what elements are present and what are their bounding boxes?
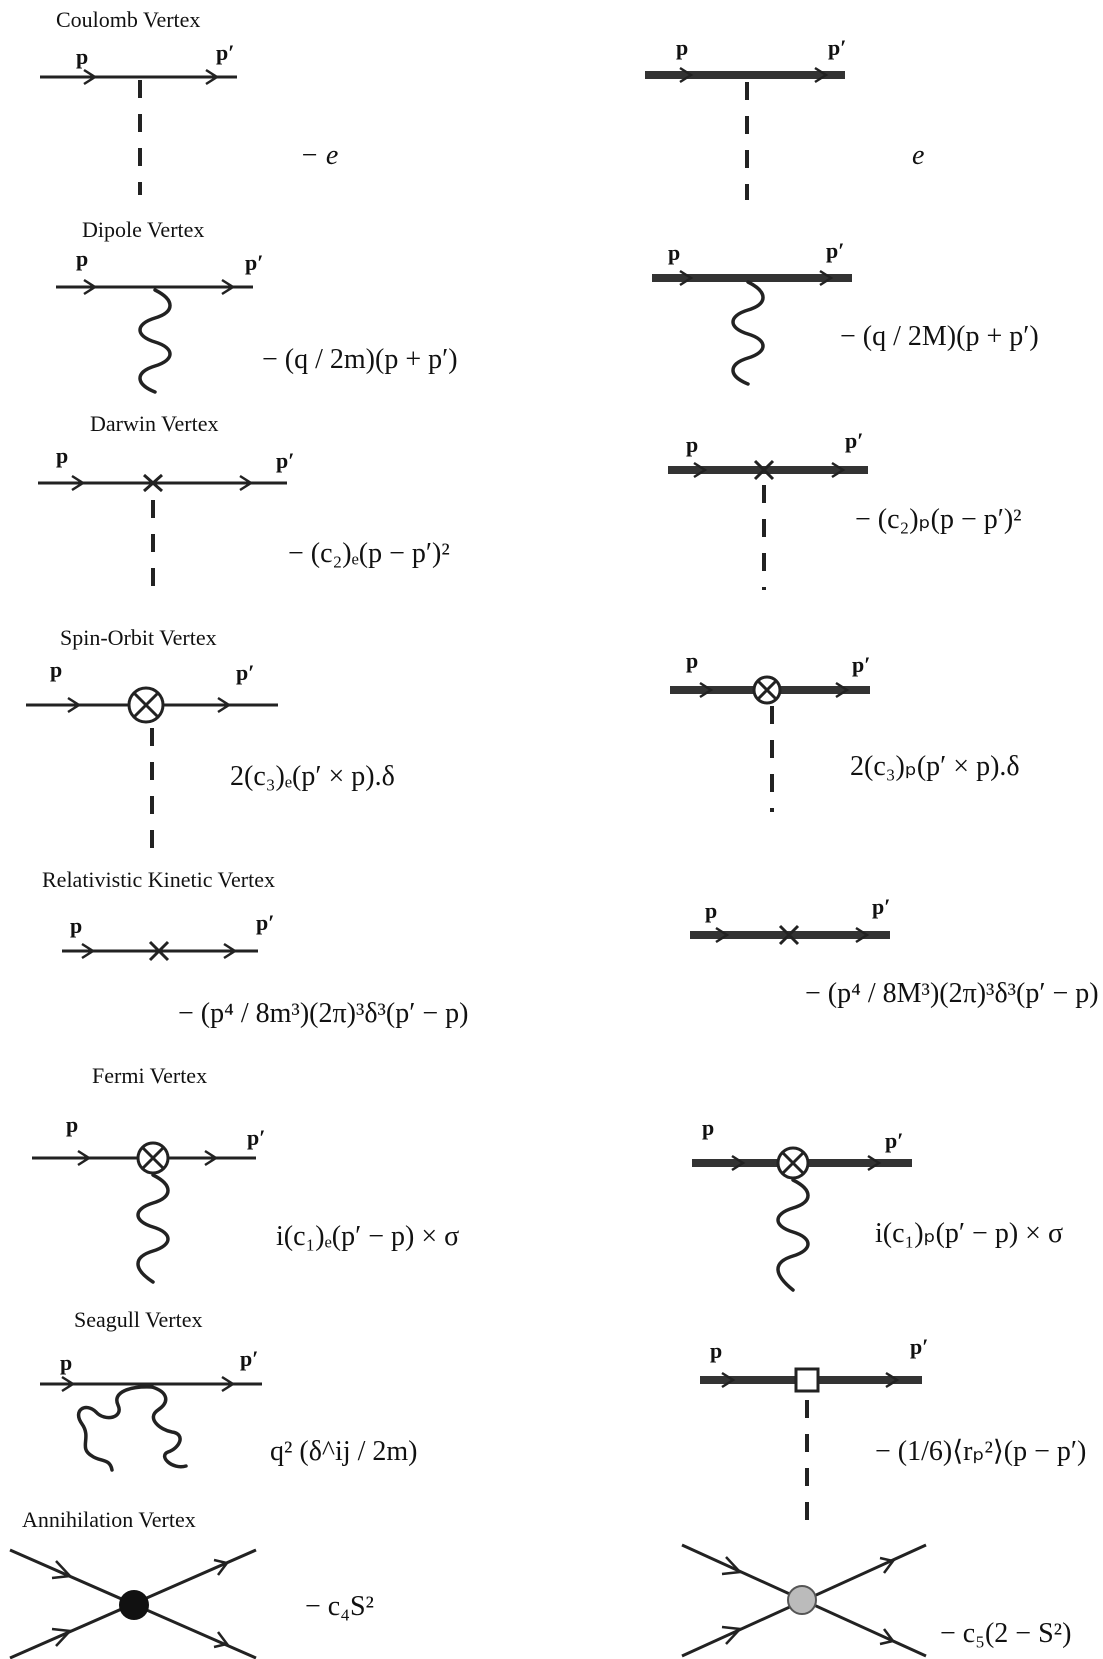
fermi-left-pprime: p′ [247,1125,265,1150]
darwin-right-factor: − (c₂)ₚ(p − p′)² [855,504,1022,535]
coulomb-left-diagram: p p′ [40,40,237,195]
coulomb-right-pprime: p′ [828,35,846,60]
dipole-left-factor: − (q / 2m)(p + p′) [262,344,458,375]
coulomb-title: Coulomb Vertex [56,7,200,32]
dipole-right-factor: − (q / 2M)(p + p′) [840,321,1039,352]
darwin-title: Darwin Vertex [90,411,219,436]
fermi-left-factor: i(c₁)ₑ(p′ − p) × σ [276,1221,459,1252]
relkin-left-pprime: p′ [256,910,274,935]
relkin-left-p: p [70,913,82,938]
dipole-right-diagram: p p′ [652,238,852,386]
darwin-right-diagram: p p′ [668,428,868,590]
relkin-right-diagram: p p′ [690,894,890,946]
seagull-left-p: p [60,1350,72,1375]
annihilation-right-factor: − c₅(2 − S²) [940,1618,1071,1649]
seagull-right-factor: − (1/6)⟨rₚ²⟩(p − p′) [875,1436,1086,1467]
fermi-right-factor: i(c₁)ₚ(p′ − p) × σ [875,1218,1063,1249]
coulomb-left-factor: − e [300,140,338,171]
fermi-right-pprime: p′ [885,1128,903,1153]
seagull-left-diagram: p p′ [40,1346,262,1472]
spinorbit-left-diagram: p p′ [26,657,278,858]
coulomb-left-pprime: p′ [216,40,234,65]
fermi-title: Fermi Vertex [92,1063,207,1088]
coulomb-right-p: p [676,35,688,60]
fermi-right-p: p [702,1115,714,1140]
spinorbit-title: Spin-Orbit Vertex [60,625,217,650]
spinorbit-left-p: p [50,657,62,682]
fermi-right-diagram: p p′ [692,1115,912,1292]
dipole-left-diagram: p p′ [56,246,263,394]
annihilation-left-diagram [9,1548,257,1659]
seagull-left-factor: q² (δ^ij / 2m) [270,1436,418,1467]
relkin-left-factor: − (p⁴ / 8m³)(2π)³δ³(p′ − p) [178,998,469,1029]
seagull-title: Seagull Vertex [74,1307,203,1332]
spinorbit-right-diagram: p p′ [670,648,870,812]
darwin-right-p: p [686,432,698,457]
fermi-left-p: p [66,1112,78,1137]
relkin-right-p: p [705,898,717,923]
seagull-right-pprime: p′ [910,1334,928,1359]
coulomb-left-p: p [76,44,88,69]
annihilation-left-factor: − c₄S² [305,1591,374,1622]
relkin-right-pprime: p′ [872,894,890,919]
dipole-title: Dipole Vertex [82,217,204,242]
relkin-right-factor: − (p⁴ / 8M³)(2π)³δ³(p′ − p) [805,978,1099,1009]
darwin-right-pprime: p′ [845,428,863,453]
spinorbit-right-p: p [686,648,698,673]
seagull-right-diagram: p p′ [700,1334,928,1520]
spinorbit-right-pprime: p′ [852,652,870,677]
dipole-left-p: p [76,246,88,271]
coulomb-right-factor: e [912,140,924,171]
seagull-right-p: p [710,1338,722,1363]
relkin-left-diagram: p p′ [62,910,274,962]
seagull-left-pprime: p′ [240,1346,258,1371]
spinorbit-left-factor: 2(c₃)ₑ(p′ × p).δ [230,761,395,792]
fermi-left-diagram: p p′ [32,1112,265,1284]
darwin-left-factor: − (c₂)ₑ(p − p′)² [288,538,450,569]
darwin-left-pprime: p′ [276,448,294,473]
spinorbit-left-pprime: p′ [236,660,254,685]
annihilation-title: Annihilation Vertex [22,1507,196,1532]
dipole-left-pprime: p′ [245,250,263,275]
darwin-left-p: p [56,443,68,468]
darwin-left-diagram: p p′ [38,443,294,600]
annihilation-right-diagram [681,1543,927,1658]
relkin-title: Relativistic Kinetic Vertex [42,867,275,892]
dipole-right-p: p [668,240,680,265]
spinorbit-right-factor: 2(c₃)ₚ(p′ × p).δ [850,751,1020,782]
dipole-right-pprime: p′ [826,238,844,263]
coulomb-right-diagram: p p′ [645,35,846,200]
